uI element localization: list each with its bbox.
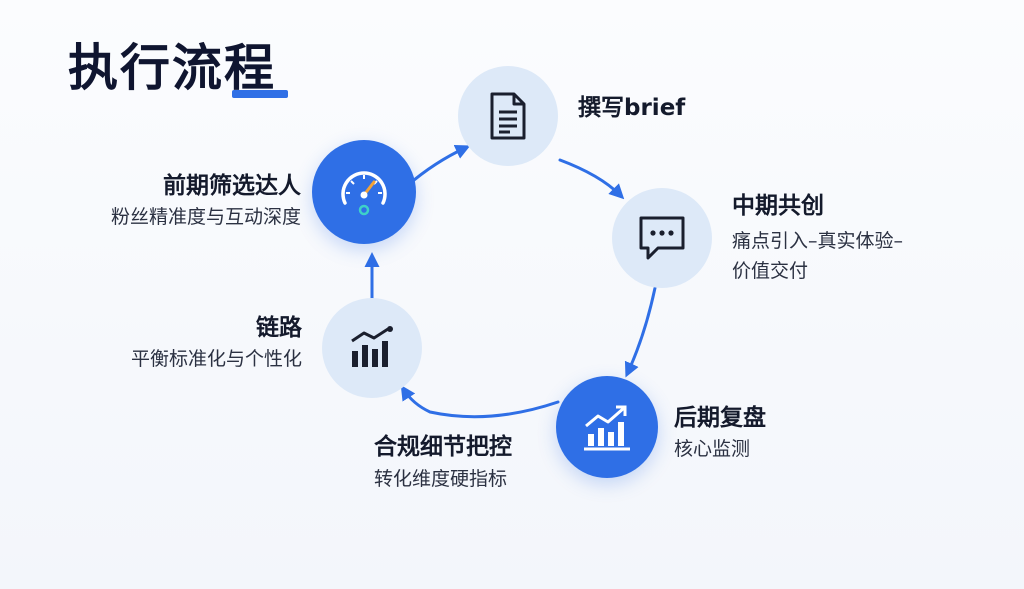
title-accent-bar xyxy=(232,90,288,98)
chat-bubble-icon xyxy=(639,216,685,260)
step-brief-title: 撰写brief xyxy=(578,95,686,121)
step-link-node xyxy=(322,298,422,398)
step-late-title: 后期复盘 xyxy=(674,405,766,431)
arrow-brief-to-mid xyxy=(558,158,625,200)
step-link-subtitle: 平衡标准化与个性化 xyxy=(130,348,302,370)
step-early-subtitle: 粉丝精准度与互动深度 xyxy=(110,206,301,228)
trend-chart-icon xyxy=(584,405,630,451)
step-mid-subtitle-line1: 痛点引入–真实体验– xyxy=(732,230,904,252)
step-compliance-subtitle: 转化维度硬指标 xyxy=(374,468,508,490)
page-title: 执行流程 xyxy=(68,39,276,97)
arrow-late-to-compliance xyxy=(400,384,560,419)
step-compliance-title: 合规细节把控 xyxy=(374,434,512,460)
arrow-early-to-brief xyxy=(406,145,471,187)
step-late-subtitle: 核心监测 xyxy=(674,438,751,460)
step-mid-node xyxy=(612,188,712,288)
step-mid-subtitle-line2: 价值交付 xyxy=(732,260,809,282)
arrow-mid-to-late xyxy=(624,286,657,378)
step-link-title: 链路 xyxy=(256,315,302,341)
step-early-node xyxy=(312,140,416,244)
step-mid-title: 中期共创 xyxy=(732,193,824,219)
bar-chart-icon xyxy=(351,326,393,367)
step-brief-node xyxy=(458,66,558,166)
step-early-title: 前期筛选达人 xyxy=(163,173,301,199)
document-icon xyxy=(490,92,526,140)
gauge-icon xyxy=(341,171,387,216)
step-late-node xyxy=(556,376,658,478)
